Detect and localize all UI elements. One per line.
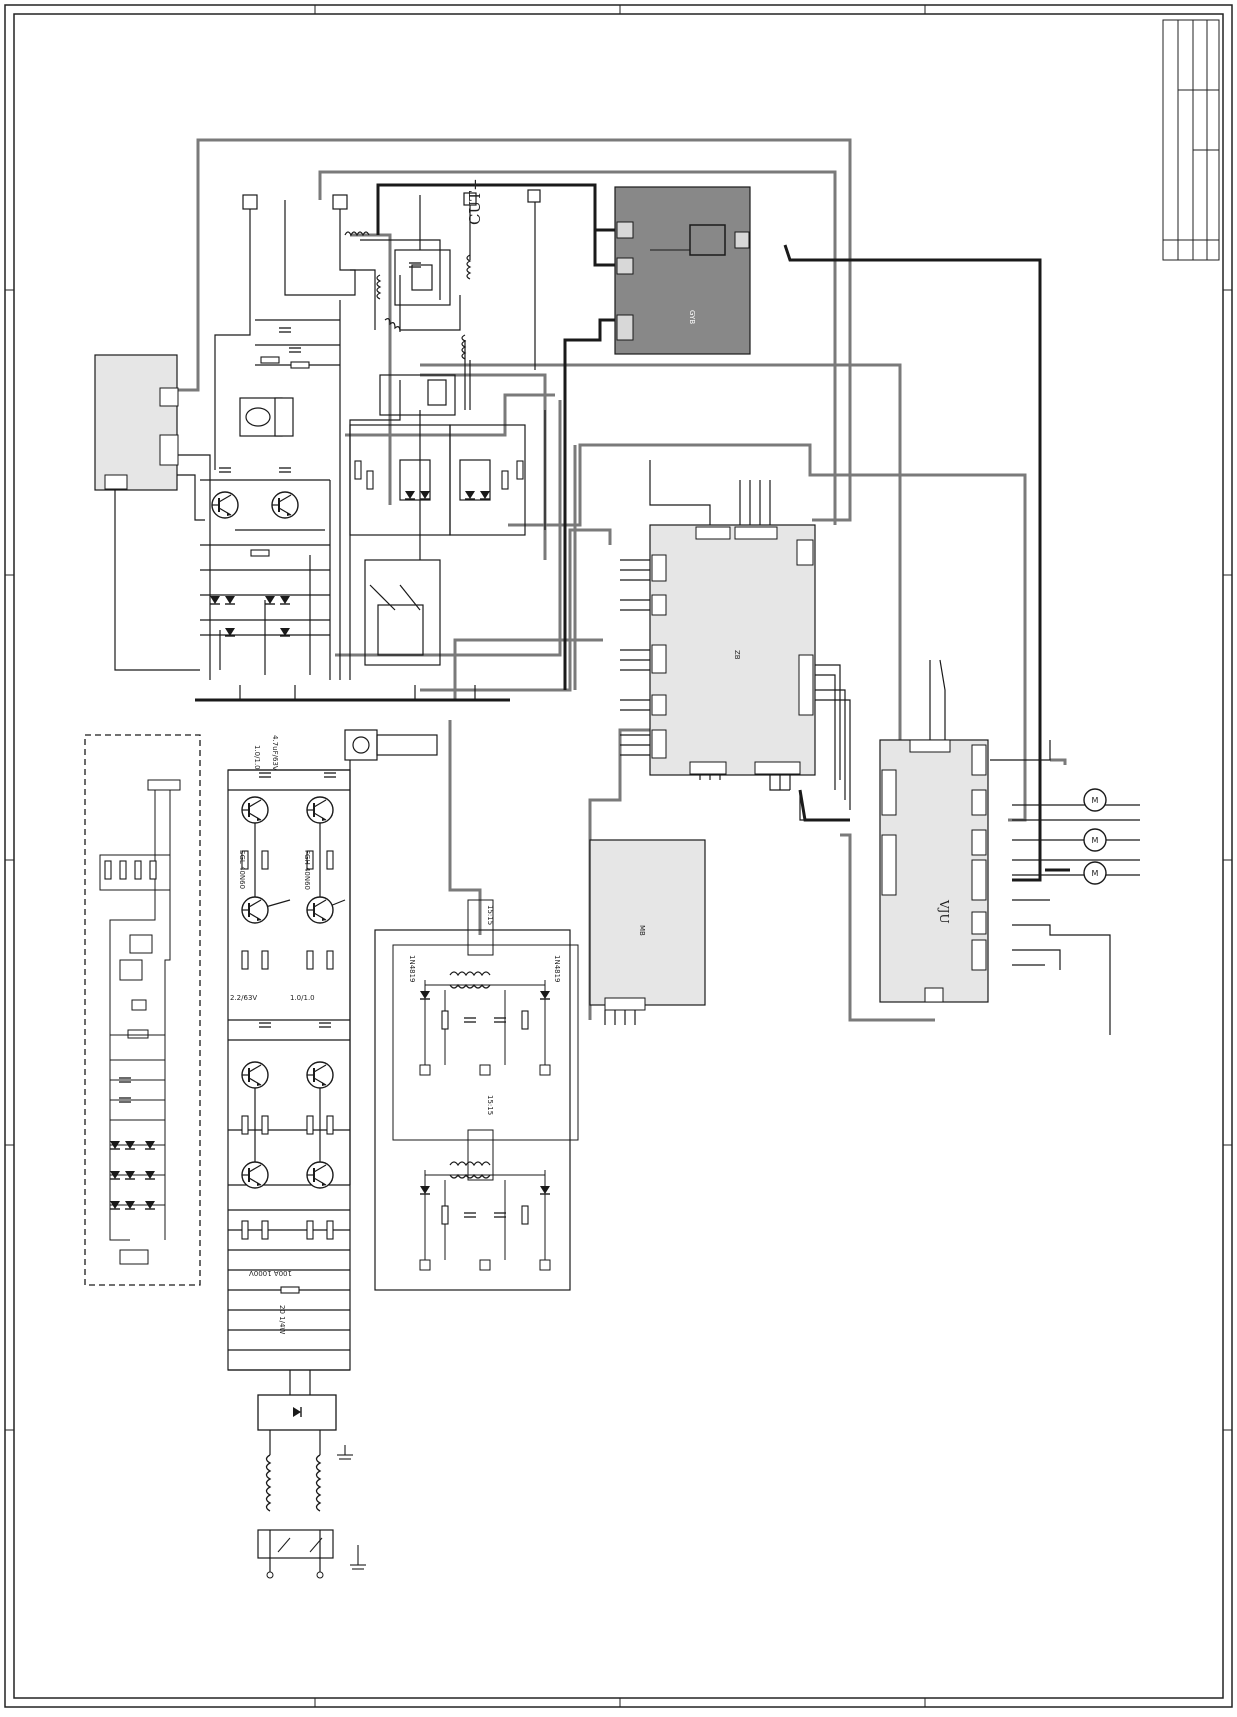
label-ratio-b: 1.0/1.0: [290, 994, 315, 1002]
power-wires: [376, 183, 1070, 882]
output-stage: [374, 899, 579, 1291]
display-board-mb: [589, 839, 706, 1006]
driver-board-vju: [879, 739, 989, 1003]
aux-board-left: [94, 354, 178, 491]
label-ratio-a: 1.0/1.0: [253, 745, 261, 770]
signal-wires: [114, 195, 1140, 1575]
main-board-zb: [649, 524, 816, 776]
frame-ticks: [5, 5, 1232, 1707]
label-resistor-pack: 20 1/4W: [278, 1305, 286, 1334]
control-circuit: [239, 189, 541, 761]
label-diode-a: 1N4819: [408, 955, 416, 983]
label-mosfet-a: SGL 40N60: [238, 850, 246, 889]
aux-supply-dashed: [84, 734, 201, 1286]
label-cap-a: 4.7uF/63V: [271, 735, 279, 771]
gas-board: [614, 186, 751, 355]
label-cap-b: 2.2/63V: [230, 994, 257, 1002]
label-rectifier: 100A 1000V: [249, 1269, 292, 1277]
label-display-board: MB: [638, 925, 646, 936]
drawing-frame: [4, 4, 1233, 1708]
motors: [1083, 788, 1107, 885]
label-diode-b: 1N4819: [553, 955, 561, 983]
label-mosfet-b: FGH 40N60: [303, 850, 311, 890]
label-transformer-b: 15:15: [486, 1095, 494, 1115]
control-parts: [209, 262, 524, 637]
label-transformer-a: 15:15: [486, 905, 494, 925]
board-modules: [94, 186, 989, 1011]
label-main-board: ZB: [733, 650, 741, 660]
title-block: [1162, 19, 1220, 261]
label-cut-plus: CUT+: [466, 178, 484, 225]
label-gas-board: GYB: [688, 310, 696, 324]
label-driver-board: VJU: [937, 899, 951, 924]
power-stage: [227, 769, 366, 1579]
